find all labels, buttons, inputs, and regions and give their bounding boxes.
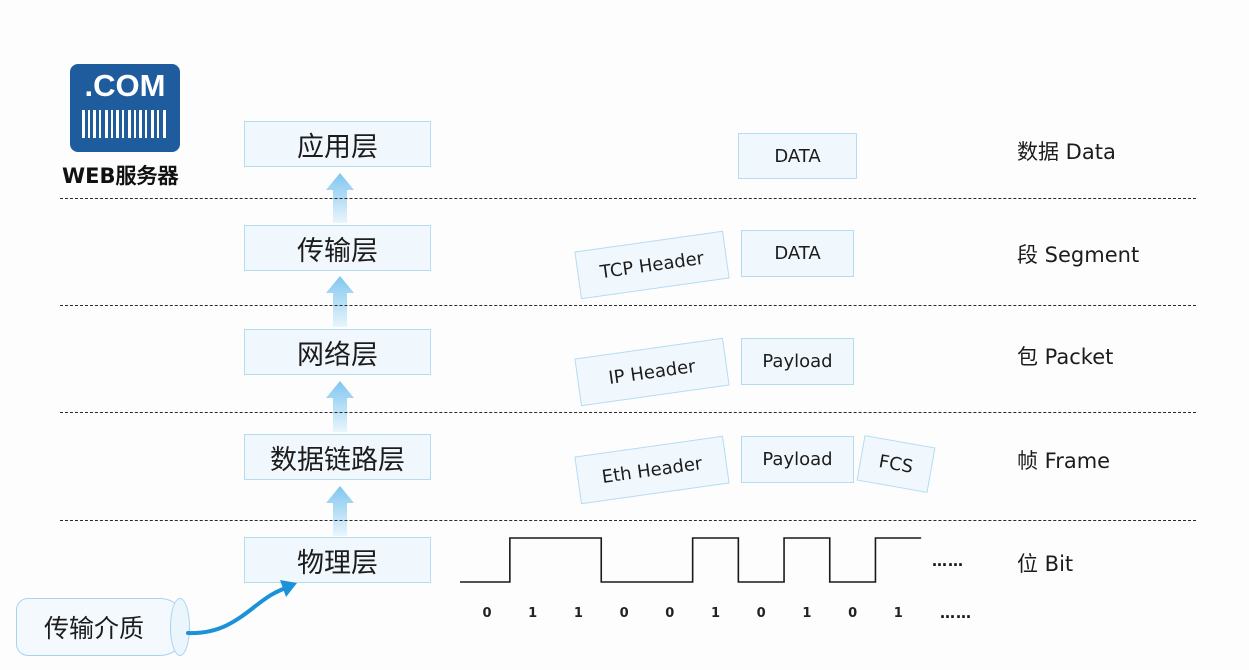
bits-ellipsis: …… — [940, 604, 972, 622]
unit-label-frame: 帧 Frame — [1017, 449, 1111, 473]
layer-network: 网络层 — [244, 329, 431, 375]
unit-label-data: 数据 Data — [1017, 140, 1116, 164]
bit-value: 0 — [848, 606, 858, 621]
divider — [60, 305, 1196, 306]
pdu-tcp-header: TCP Header — [574, 230, 730, 300]
bit-value: 1 — [893, 606, 903, 621]
logo-caption: WEB服务器 — [62, 164, 179, 188]
bit-signal-waveform — [460, 537, 922, 583]
layer-physical: 物理层 — [244, 537, 431, 583]
divider — [60, 198, 1196, 199]
curved-arrow-icon — [186, 580, 297, 636]
pdu-network-payload: Payload — [741, 338, 854, 385]
bit-value: 0 — [482, 606, 492, 621]
pdu-ip-header: IP Header — [574, 337, 730, 407]
pdu-transport-data: DATA — [741, 230, 854, 277]
arrow-up-icon — [326, 486, 354, 536]
bit-value: 1 — [802, 606, 812, 621]
divider — [60, 520, 1196, 521]
pdu-app-data: DATA — [738, 133, 857, 179]
arrow-up-icon — [326, 381, 354, 432]
layer-application: 应用层 — [244, 121, 431, 167]
transmission-medium: 传输介质 — [16, 598, 186, 656]
layer-transport: 传输层 — [244, 225, 431, 271]
unit-label-segment: 段 Segment — [1017, 243, 1140, 267]
bit-value: 0 — [756, 606, 766, 621]
logo-text: .COM — [84, 68, 166, 103]
web-server-logo: .COM — [70, 64, 180, 152]
bit-value: 1 — [528, 606, 538, 621]
unit-label-bit: 位 Bit — [1017, 552, 1074, 576]
pdu-datalink-payload: Payload — [741, 436, 854, 483]
signal-ellipsis: …… — [932, 552, 964, 570]
divider — [60, 412, 1196, 413]
arrow-up-icon — [326, 276, 354, 327]
pdu-fcs: FCS — [856, 435, 936, 493]
bit-value: 0 — [665, 606, 675, 621]
bit-value: 1 — [573, 606, 583, 621]
medium-cylinder-cap — [170, 598, 190, 656]
bit-value: 1 — [710, 606, 721, 621]
pdu-eth-header: Eth Header — [574, 435, 730, 505]
bit-value: 0 — [619, 606, 629, 621]
barcode-icon — [82, 110, 166, 138]
unit-label-packet: 包 Packet — [1017, 345, 1114, 369]
layer-datalink: 数据链路层 — [244, 434, 431, 480]
up-arrows — [326, 173, 354, 536]
